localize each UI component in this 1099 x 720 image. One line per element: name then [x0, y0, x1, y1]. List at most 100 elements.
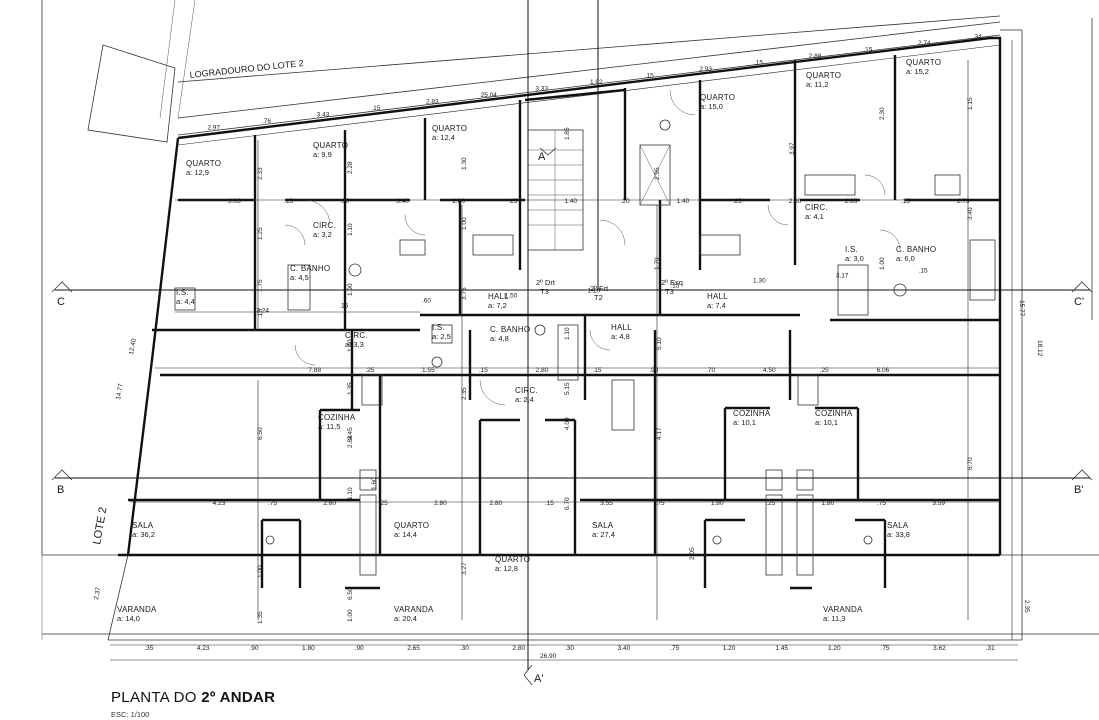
dim-vert-11: 1.35: [347, 382, 354, 395]
dim-bottom-1: 4.23: [197, 645, 210, 652]
dim-row3-0: 7.88: [308, 367, 321, 374]
dim-top-14: .34: [973, 33, 982, 40]
dim-right-1: 18.12: [1036, 340, 1043, 357]
room-area-is-b: a: 2,5: [432, 332, 451, 341]
dim-top-8: .15: [645, 72, 654, 79]
dim-left-0: 12.40: [128, 338, 138, 356]
dim-row1-10: 2.90: [789, 198, 802, 205]
room-name-hall-b: HALL: [611, 323, 632, 332]
dim-row3-8: 4.50: [763, 367, 776, 374]
dim-bottom-0: .35: [144, 645, 153, 652]
room-name-varanda-a: VARANDA: [117, 605, 157, 614]
stair-core: [527, 129, 671, 251]
dim-row1-2: .60: [340, 198, 349, 205]
drawing-title: PLANTA DO 2º ANDAR: [111, 689, 275, 706]
logradouro-strip: [177, 15, 1001, 136]
dim-bottom-3: 1.80: [302, 645, 315, 652]
dim-vert-3: .15: [257, 309, 264, 318]
dim-right-0: 15.77: [1018, 300, 1025, 317]
dim-vert-2: 1.75: [257, 279, 264, 292]
unit-label-3: 2º Esq: [661, 278, 683, 287]
dim-row1-1: .15: [284, 198, 293, 205]
dim-bottom-4: .90: [355, 645, 364, 652]
room-area-banho-a: a: 4,5: [290, 273, 309, 282]
section-markers: [51, 0, 1093, 686]
title-floor: 2º ANDAR: [201, 689, 276, 706]
dim-row2-4: 1.10: [588, 288, 601, 295]
room-name-cozinha-c: COZINHA: [815, 409, 853, 418]
section-b-right: B': [1074, 484, 1083, 496]
section-a-top: A: [538, 151, 546, 163]
room-name-cozinha-b: COZINHA: [733, 409, 771, 418]
dim-row4-13: 3.59: [932, 500, 945, 507]
dim-vert-17: 1.30: [461, 157, 468, 170]
dim-row4-11: 1.80: [822, 500, 835, 507]
dim-vert-35: 1.00: [879, 257, 886, 270]
dim-vert-29: 6.70: [564, 497, 571, 510]
room-area-varanda-c: a: 11,3: [823, 614, 845, 623]
room-name-circ-c: CIRC.: [515, 386, 538, 395]
room-area-quarto-f: a: 15,2: [906, 67, 929, 76]
section-c-left: C: [57, 296, 65, 308]
room-area-quarto-h: a: 12,8: [495, 564, 518, 573]
room-area-banho-c: a: 6,0: [896, 254, 915, 263]
dim-vert-12: 3.45: [347, 427, 354, 440]
room-area-banho-b: a: 4,8: [490, 334, 509, 343]
door-swings: [284, 89, 901, 406]
dim-row3-7: .70: [706, 367, 715, 374]
dim-total: 26.90: [540, 653, 557, 660]
unit-type-1: T3: [540, 287, 549, 296]
dim-vert-27: 4.00: [564, 417, 571, 430]
dim-vert-37: 6.70: [967, 457, 974, 470]
lote-label: LOTE 2: [91, 506, 109, 545]
dim-vert-21: 3.27: [461, 562, 468, 575]
dim-row2-3: 1.50: [505, 293, 518, 300]
dim-vert-4: 6.50: [257, 427, 264, 440]
room-area-sala-b: a: 27,4: [592, 530, 615, 539]
room-area-quarto-b: a: 9,9: [313, 150, 332, 159]
dim-row4-5: 2.80: [489, 500, 502, 507]
dim-vert-32: 3.97: [789, 142, 796, 155]
dim-vert-22: 1.85: [564, 127, 571, 140]
dim-row1-12: .15: [901, 198, 910, 205]
room-area-is-c: a: 3,0: [845, 254, 864, 263]
dim-row2-0: 3.24: [256, 308, 269, 315]
unit-label-2: 2º Frt: [590, 284, 609, 293]
dim-vert-30: 5.10: [656, 337, 663, 350]
dim-row3-5: .15: [593, 367, 602, 374]
room-area-cozinha-a: a: 11,5: [318, 422, 340, 431]
room-name-is-a: I.S.: [176, 288, 189, 297]
fixtures: [174, 119, 996, 576]
dim-vert-34: 1.15: [967, 97, 974, 110]
dim-bottom-11: 1.20: [723, 645, 736, 652]
dim-row1-11: 2.85: [845, 198, 858, 205]
dim-row1-4: 2.80: [452, 198, 465, 205]
dim-top-13: 2.74: [918, 40, 931, 47]
dim-row3-10: 6.06: [877, 367, 890, 374]
room-area-is-a: a: 4,4: [176, 297, 195, 306]
room-name-varanda-b: VARANDA: [394, 605, 434, 614]
dim-top-0: 2.97: [207, 125, 220, 132]
dim-vert-36: 3.40: [967, 207, 974, 220]
dim-row4-2: 2.60: [323, 500, 336, 507]
room-name-sala-c: SALA: [887, 521, 909, 530]
dim-row4-4: 2.80: [434, 500, 447, 507]
room-area-cozinha-b: a: 10,1: [733, 418, 756, 427]
dim-row1-5: .25: [508, 198, 517, 205]
dim-top-1: .76: [262, 118, 271, 125]
dim-vert-31: 4.17: [656, 427, 663, 440]
dim-row1-9: .25: [733, 198, 742, 205]
dim-bottom-13: 1.20: [828, 645, 841, 652]
dim-vert-19: 3.75: [461, 287, 468, 300]
dim-vert-14: 6.50: [347, 587, 354, 600]
room-name-quarto-g: QUARTO: [394, 521, 429, 530]
dim-row2-8: .15: [919, 268, 928, 275]
room-area-sala-c: a: 33,8: [887, 530, 910, 539]
dim-bottom-15: 3.62: [933, 645, 946, 652]
dim-top-7: 1.92: [590, 79, 603, 86]
dim-right-2: 2.35: [1023, 600, 1030, 613]
room-name-circ-d: CIRC.: [805, 203, 828, 212]
dim-row2-2: .60: [422, 298, 431, 305]
